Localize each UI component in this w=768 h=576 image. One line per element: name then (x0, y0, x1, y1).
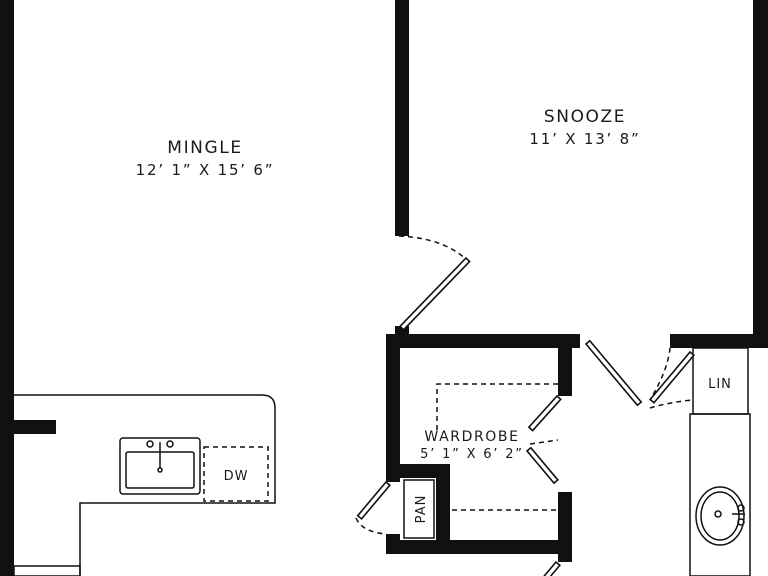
wardrobe-shelf-line (436, 383, 558, 432)
wall-left-exterior (0, 0, 14, 576)
wardrobe-room-name: WARDROBE (424, 429, 519, 445)
wall-kitchen-stub (14, 420, 56, 434)
pantry-outline (403, 479, 435, 539)
bedroom-door (398, 235, 471, 331)
vanity-counter (689, 413, 751, 576)
wall-right-exterior (753, 0, 768, 348)
room-labels: MINGLE 12’ 1” X 15’ 6” SNOOZE 11’ X 13’ … (136, 107, 640, 462)
wall-snooze-bottom-right (670, 334, 768, 348)
wall-snooze-bottom-left (386, 334, 580, 348)
pantry: PAN (355, 479, 435, 539)
linen-label: LIN (708, 377, 732, 392)
linen-door (649, 350, 695, 409)
wall-pantry-right (436, 464, 450, 554)
mingle-room-dimensions: 12’ 1” X 15’ 6” (136, 161, 275, 179)
counter-outline (14, 394, 276, 576)
wall-wardrobe-right-upper (558, 334, 572, 396)
wall-wardrobe-bottom (386, 540, 572, 554)
snooze-room-name: SNOOZE (544, 107, 626, 127)
lower-door-fragment (535, 560, 561, 576)
dishwasher-outline (203, 446, 269, 502)
bedroom-door-swing-arc (398, 235, 470, 263)
wardrobe-room-dimensions: 5’ 1” X 6’ 2” (420, 447, 524, 462)
bath-door (584, 339, 671, 407)
wall-snooze-left (395, 0, 409, 236)
bathroom-sink-icon (695, 486, 745, 546)
mingle-room-name: MINGLE (167, 138, 242, 158)
bath-linen-area: LIN (584, 339, 751, 576)
bedroom-door-leaf (398, 256, 471, 331)
wardrobe-closet (436, 383, 562, 511)
pantry-label: PAN (414, 495, 429, 524)
wall-wardrobe-left (386, 334, 400, 482)
wardrobe-bifold-door (525, 394, 562, 485)
counter-corner-box (13, 565, 81, 576)
pantry-door (355, 480, 391, 535)
dishwasher-label: DW (224, 469, 249, 484)
kitchen-sink-icon (119, 437, 201, 495)
snooze-room-dimensions: 11’ X 13’ 8” (529, 130, 640, 148)
kitchen-counter: DW (13, 394, 276, 576)
